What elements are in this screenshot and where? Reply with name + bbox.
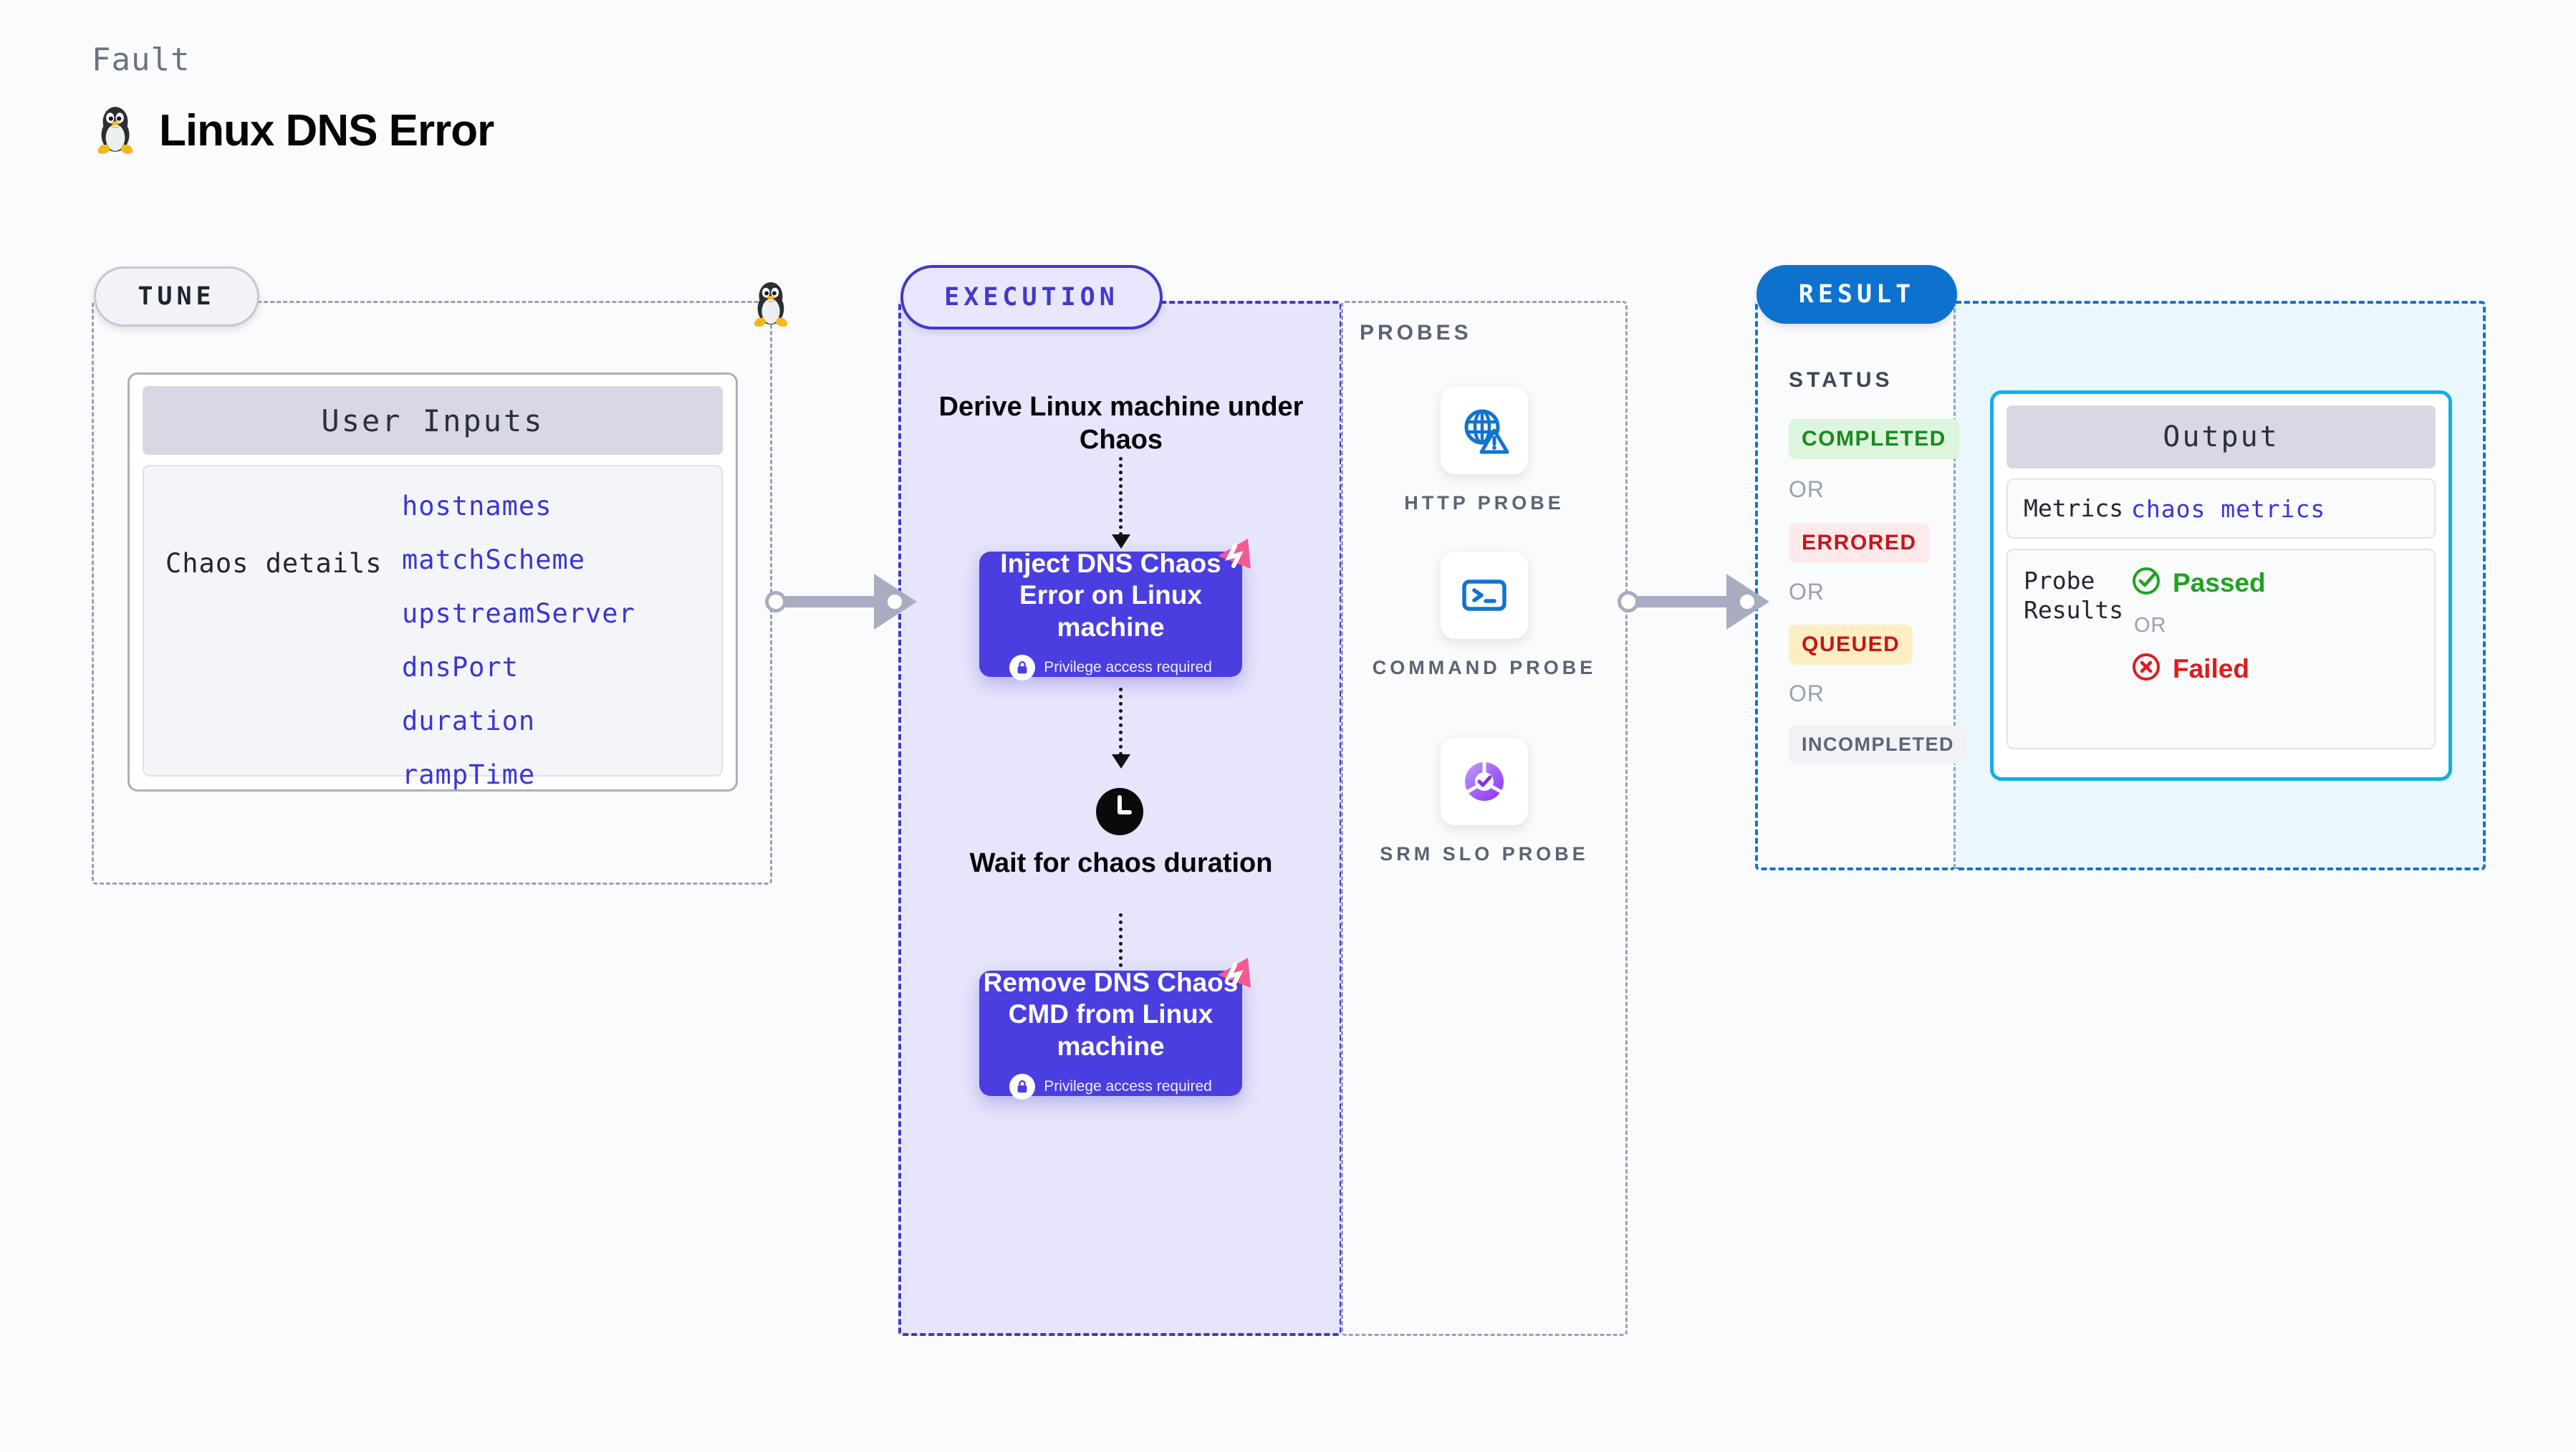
- privilege-note: Privilege access required: [1009, 1074, 1212, 1100]
- probe-caption: SRM SLO PROBE: [1380, 843, 1589, 865]
- connector-bar: [782, 596, 878, 607]
- title-row: Linux DNS Error: [92, 102, 494, 159]
- result-pill-label: RESULT: [1798, 280, 1916, 309]
- tune-pill-label: TUNE: [138, 282, 216, 311]
- connector-end-dot: [1736, 591, 1758, 612]
- status-badge-label: COMPLETED: [1789, 419, 1959, 459]
- fault-kicker: Fault: [92, 42, 191, 78]
- list-item[interactable]: rampTime: [402, 759, 536, 790]
- status-label: STATUS: [1789, 368, 1893, 392]
- flow-arrow-2-head: [1112, 754, 1130, 769]
- flow-arrow-1-head: [1112, 534, 1130, 549]
- tune-pill[interactable]: TUNE: [94, 266, 259, 327]
- probe-caption: COMMAND PROBE: [1372, 657, 1597, 678]
- linux-penguin-icon: [92, 102, 139, 159]
- terminal-icon: [1441, 552, 1528, 639]
- remove-chaos-node[interactable]: Remove DNS Chaos CMD from Linux machine …: [979, 958, 1251, 1100]
- metrics-value[interactable]: chaos metrics: [2131, 494, 2326, 523]
- inject-chaos-title: Inject DNS Chaos Error on Linux machine: [1000, 548, 1221, 642]
- flow-arrow-2: [1119, 688, 1123, 756]
- status-or: OR: [1789, 476, 1825, 502]
- execution-pill[interactable]: EXECUTION: [900, 265, 1163, 330]
- probe-result-failed: Failed: [2131, 652, 2266, 686]
- user-inputs-card: User Inputs Chaos details hostnames matc…: [128, 372, 738, 792]
- output-header: Output: [2007, 405, 2436, 468]
- page-header: Fault Linux DNS Error: [92, 42, 494, 159]
- user-inputs-header-label: User Inputs: [321, 403, 544, 438]
- status-badge: INCOMPLETED: [1789, 726, 1968, 764]
- connector-bar: [1635, 596, 1731, 607]
- list-item[interactable]: upstreamServer: [402, 598, 635, 629]
- list-item[interactable]: dnsPort: [402, 652, 519, 683]
- probe-command[interactable]: COMMAND PROBE: [1341, 552, 1628, 681]
- execution-pill-label: EXECUTION: [944, 283, 1119, 312]
- user-inputs-header: User Inputs: [143, 386, 723, 455]
- slo-donut-check-icon: [1441, 738, 1528, 825]
- privilege-note-text: Privilege access required: [1044, 1078, 1212, 1095]
- flow-arrow-1: [1119, 457, 1123, 536]
- metrics-key: Metrics: [2024, 494, 2124, 523]
- lock-icon: [1009, 655, 1036, 681]
- connector-tune-to-execution: [765, 574, 917, 630]
- chaos-parameter-list: hostnames matchScheme upstreamServer dns…: [402, 491, 635, 790]
- probe-result-passed: Passed: [2131, 566, 2266, 600]
- status-badge: QUEUED: [1789, 625, 1913, 665]
- inject-chaos-node[interactable]: Inject DNS Chaos Error on Linux machine …: [979, 539, 1251, 681]
- remove-chaos-title: Remove DNS Chaos CMD from Linux machine: [983, 967, 1239, 1061]
- connector-end-dot: [884, 591, 905, 612]
- lock-icon: [1009, 1074, 1036, 1100]
- globe-warning-icon: [1441, 387, 1528, 474]
- derive-step-title: Derive Linux machine under Chaos: [938, 392, 1304, 456]
- status-badge: COMPLETED: [1789, 419, 1959, 459]
- connector-start-dot: [765, 591, 787, 612]
- user-inputs-body: Chaos details hostnames matchScheme upst…: [143, 465, 723, 790]
- probe-caption: HTTP PROBE: [1404, 492, 1565, 514]
- connector-execution-to-result: [1618, 574, 1769, 630]
- harness-chaos-badge-icon: [1208, 533, 1261, 586]
- probe-results-values: Passed OR Failed: [2131, 566, 2266, 732]
- probe-result-or: OR: [2134, 614, 2167, 637]
- failed-label: Failed: [2173, 653, 2249, 683]
- status-badge: ERRORED: [1789, 523, 1930, 563]
- status-or: OR: [1789, 579, 1825, 605]
- probe-results-key: Probe Results: [2024, 567, 2124, 625]
- wait-step-title: Wait for chaos duration: [969, 848, 1273, 878]
- page-title: Linux DNS Error: [159, 106, 494, 155]
- probes-label: PROBES: [1360, 321, 1472, 345]
- harness-chaos-badge-icon: [1208, 952, 1261, 1005]
- list-item[interactable]: hostnames: [402, 491, 552, 521]
- result-pill[interactable]: RESULT: [1756, 265, 1957, 324]
- connector-start-dot: [1618, 591, 1639, 612]
- privilege-note-text: Privilege access required: [1044, 659, 1212, 676]
- output-card: Output Metrics chaos metrics Probe Resul…: [1990, 390, 2452, 781]
- list-item[interactable]: matchScheme: [402, 544, 586, 575]
- linux-penguin-icon: [749, 278, 793, 336]
- chaos-details-label: Chaos details: [165, 548, 383, 579]
- metrics-row: Metrics chaos metrics: [2007, 479, 2436, 539]
- x-circle-icon: [2131, 652, 2161, 686]
- flow-arrow-3: [1119, 913, 1123, 981]
- probe-results-row: Probe Results Passed OR: [2007, 549, 2436, 749]
- probe-http[interactable]: HTTP PROBE: [1341, 387, 1628, 516]
- clock-icon: [1096, 788, 1143, 835]
- list-item[interactable]: duration: [402, 706, 536, 736]
- check-circle-icon: [2131, 566, 2161, 600]
- status-or: OR: [1789, 681, 1825, 706]
- probe-srm-slo[interactable]: SRM SLO PROBE: [1341, 738, 1628, 867]
- privilege-note: Privilege access required: [1009, 655, 1212, 681]
- status-badge-label: INCOMPLETED: [1789, 726, 1968, 764]
- passed-label: Passed: [2173, 567, 2266, 597]
- status-badge-label: ERRORED: [1789, 523, 1930, 563]
- output-header-label: Output: [2163, 420, 2279, 453]
- status-badge-label: QUEUED: [1789, 625, 1913, 665]
